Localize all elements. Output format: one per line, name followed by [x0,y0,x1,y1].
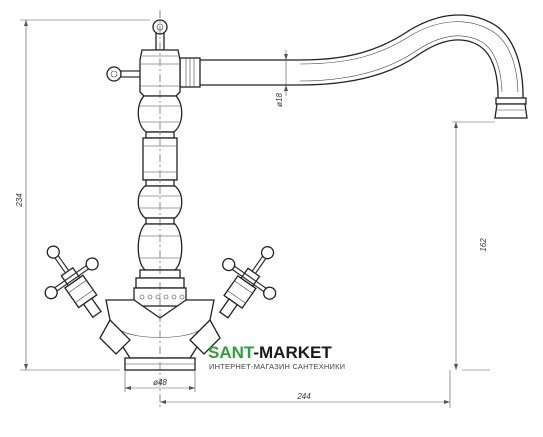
sant-market-logo: SANT-MARKET ИНТЕРНЕТ-МАГАЗИН САНТЕХНИКИ [208,343,345,371]
dimension-spout-diameter: ø18 [275,50,288,107]
dimension-reach-label: 244 [296,392,311,401]
left-cross-handle [44,245,102,319]
dimension-spout-height-label: 162 [479,238,488,252]
dimension-total-height-label: 234 [15,193,24,208]
logo-brand-part2: -MARKET [253,343,332,362]
dimension-reach: 244 [160,370,451,408]
dimension-total-height: 234 [15,19,150,371]
logo-brand-part1: SANT [208,343,255,362]
dimension-spout-height: 162 [452,121,495,371]
svg-text:SANT-MARKET: SANT-MARKET [208,343,332,362]
top-lever [106,19,168,82]
spout [179,14,528,119]
dimension-base-diameter-label: ø48 [153,378,167,387]
logo-tagline: ИНТЕРНЕТ-МАГАЗИН САНТЕХНИКИ [209,362,345,371]
right-cross-handle [218,246,277,319]
dimension-base-diameter: ø48 [124,370,196,392]
dimension-spout-diameter-label: ø18 [275,93,284,107]
